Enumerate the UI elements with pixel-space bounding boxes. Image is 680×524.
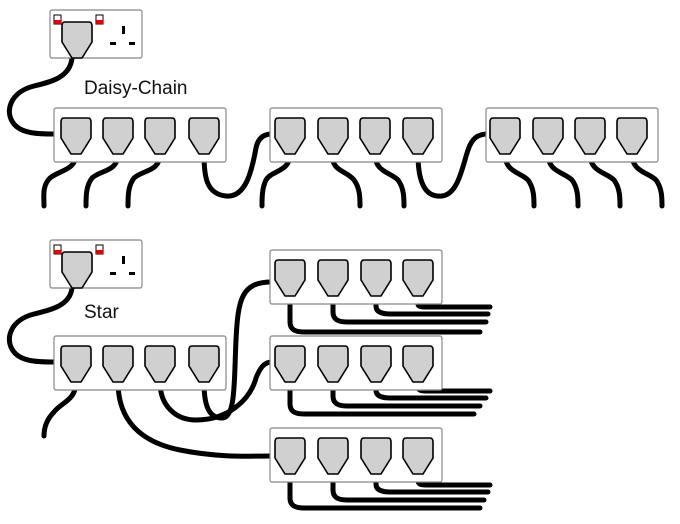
power-cable xyxy=(201,131,275,199)
socket-hole xyxy=(129,272,135,275)
plug xyxy=(60,345,92,383)
plug xyxy=(532,117,564,155)
power-cable xyxy=(373,299,491,317)
power-cable xyxy=(41,379,79,439)
power-cable xyxy=(372,151,407,209)
socket-hole xyxy=(122,256,125,264)
switch-on-indicator xyxy=(54,250,61,254)
extension-strip xyxy=(53,335,227,391)
plug xyxy=(144,117,176,155)
power-cable xyxy=(7,55,75,137)
plug xyxy=(402,345,434,383)
daisy-chain-label: Daisy-Chain xyxy=(84,78,188,99)
socket-hole xyxy=(122,26,125,34)
plug xyxy=(61,21,93,59)
switch-on-indicator xyxy=(96,20,103,24)
star-label: Star xyxy=(84,302,119,323)
extension-strip xyxy=(485,107,659,163)
plug xyxy=(317,345,349,383)
power-cable xyxy=(201,279,275,421)
plug xyxy=(60,117,92,155)
power-cable xyxy=(41,151,79,209)
power-cable xyxy=(7,285,75,365)
plug xyxy=(188,345,220,383)
cables xyxy=(7,55,665,511)
power-cable xyxy=(415,131,491,199)
plug xyxy=(489,117,521,155)
extension-strip xyxy=(269,335,443,391)
plug xyxy=(360,345,392,383)
power-cable xyxy=(330,299,489,325)
power-cable xyxy=(125,151,163,209)
plug xyxy=(616,117,648,155)
plug xyxy=(360,437,392,475)
power-cable xyxy=(259,151,293,209)
plug xyxy=(360,259,392,297)
plug xyxy=(274,117,306,155)
extension-strip xyxy=(269,427,443,483)
power-cable xyxy=(545,151,581,209)
plug xyxy=(317,437,349,475)
plug xyxy=(144,345,176,383)
plug xyxy=(274,437,306,475)
socket-hole xyxy=(110,42,116,45)
socket-hole xyxy=(129,42,135,45)
plug xyxy=(102,117,134,155)
plug xyxy=(274,259,306,297)
switch-on-indicator xyxy=(96,250,103,254)
power-cable xyxy=(502,151,537,209)
extension-strip xyxy=(269,249,443,305)
plug xyxy=(102,345,134,383)
power-cable xyxy=(629,151,665,209)
plugs xyxy=(60,21,648,475)
plug xyxy=(188,117,220,155)
plug xyxy=(317,117,349,155)
power-cable xyxy=(287,473,483,511)
power-cable xyxy=(587,151,623,209)
plug xyxy=(61,251,93,289)
power-cable xyxy=(83,151,121,209)
plug xyxy=(359,117,391,155)
extension-strip xyxy=(269,107,443,163)
plug xyxy=(402,259,434,297)
extension-strip xyxy=(53,107,227,163)
plug xyxy=(402,117,434,155)
plug xyxy=(317,259,349,297)
plug xyxy=(274,345,306,383)
power-cable xyxy=(287,299,483,335)
switch-on-indicator xyxy=(54,20,61,24)
power-cable xyxy=(329,151,363,209)
power-cable xyxy=(115,379,273,459)
power-cable xyxy=(330,473,487,503)
power-cable xyxy=(330,379,483,409)
plug xyxy=(574,117,606,155)
plug xyxy=(402,437,434,475)
power-cable xyxy=(373,473,491,495)
power-cable xyxy=(287,379,477,417)
socket-hole xyxy=(110,272,116,275)
